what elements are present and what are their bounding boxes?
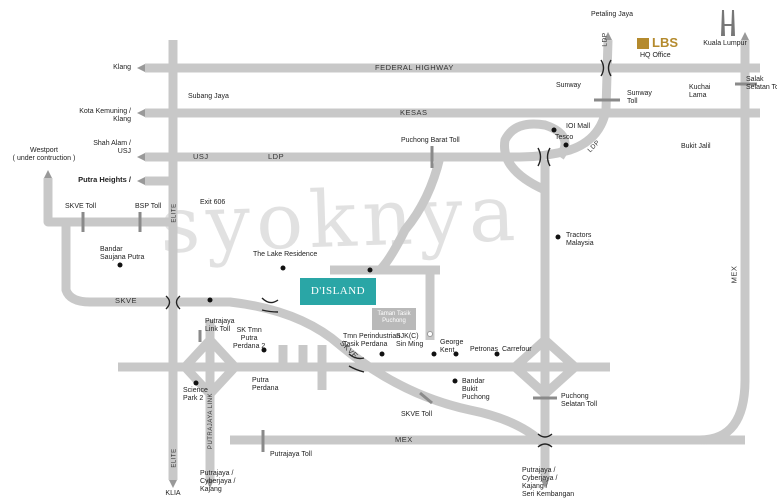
label-tmn-perindustrian: Tmn Perindustrian Tasik Perdana bbox=[343, 333, 401, 348]
label-shah-alam: Shah Alam / USJ bbox=[93, 140, 131, 155]
label-klang: Klang bbox=[113, 64, 131, 71]
arrow-up-icon bbox=[604, 32, 612, 40]
road-label-ldp: LDP bbox=[268, 152, 285, 161]
location-dot-icon bbox=[427, 331, 433, 337]
label-science-park: Science Park 2 bbox=[183, 387, 208, 402]
arrow-left-icon bbox=[137, 64, 145, 72]
crossing-mex bbox=[537, 433, 553, 448]
label-bsp-toll: BSP Toll bbox=[135, 203, 162, 210]
label-putrajaya-cyberjaya: Putrajaya / Cyberjaya / Kajang bbox=[200, 470, 236, 493]
twin-tower-icon bbox=[721, 10, 735, 36]
road-label-mex-v: MEX bbox=[729, 265, 739, 284]
label-putra-heights: Putra Heights / bbox=[78, 175, 131, 184]
label-kuala-lumpur: Kuala Lumpur bbox=[703, 40, 747, 47]
label-bandar-saujana: Bandar Saujana Putra bbox=[100, 246, 145, 261]
skve-toll2-marker bbox=[419, 391, 433, 405]
road-label-federal: FEDERAL HIGHWAY bbox=[375, 63, 454, 72]
mex-east-road bbox=[699, 40, 750, 445]
project-highlight-box[interactable]: D'ISLAND bbox=[300, 278, 376, 305]
arrow-down-icon bbox=[206, 480, 214, 488]
crossing-ldp bbox=[537, 147, 551, 167]
brand-name: LBS bbox=[652, 35, 678, 50]
label-skve-toll-2: SKVE Toll bbox=[401, 411, 432, 418]
label-klia: KLIA bbox=[165, 490, 181, 497]
skve-west-road bbox=[43, 178, 173, 227]
label-subang-jaya: Subang Jaya bbox=[188, 93, 229, 100]
crossing-skve-2 bbox=[261, 297, 279, 313]
label-sjkc: SJK(C) Sin Ming bbox=[396, 333, 424, 348]
location-dot-icon bbox=[551, 127, 557, 133]
road-label-putrajaya-link: PUTRAJAYA LINK bbox=[208, 392, 215, 450]
label-westport: Westport ( under contruction ) bbox=[12, 147, 76, 162]
watermark-text: syoknya bbox=[158, 168, 523, 272]
skve-road bbox=[61, 224, 549, 449]
location-dot-icon bbox=[453, 351, 459, 357]
arrow-left-icon bbox=[137, 153, 145, 161]
road-label-kesas: KESAS bbox=[400, 108, 428, 117]
label-salak-selatan-toll: Salak Selatan Toll bbox=[746, 76, 777, 91]
label-bandar-bukit-puchong: Bandar Bukit Puchong bbox=[462, 378, 490, 401]
label-sunway-toll: Sunway Toll bbox=[627, 90, 652, 105]
arrow-down-icon bbox=[541, 480, 549, 488]
label-kota-kemuning: Kota Kemuning / Klang bbox=[79, 108, 131, 123]
arrow-up-icon bbox=[44, 170, 52, 178]
location-dot-icon bbox=[117, 262, 123, 268]
location-dot-icon bbox=[431, 351, 437, 357]
label-exit606: Exit 606 bbox=[200, 199, 226, 206]
label-putrajaya-link-toll: Putrajaya Link Toll bbox=[205, 318, 235, 333]
location-dot-icon bbox=[379, 351, 385, 357]
crossing-federal bbox=[600, 59, 612, 77]
label-bukit-jalil: Bukit Jalil bbox=[681, 143, 711, 150]
ldp-curve-road bbox=[519, 39, 613, 162]
label-puchong-barat-toll: Puchong Barat Toll bbox=[401, 137, 460, 144]
location-dot-icon bbox=[452, 378, 458, 384]
interchange-diamond bbox=[510, 335, 580, 399]
brand-sub: HQ Office bbox=[640, 52, 671, 59]
label-tractors: Tractors Malaysia bbox=[566, 232, 594, 247]
label-kuchai-lama: Kuchai Lama bbox=[689, 84, 711, 99]
label-skve-toll: SKVE Toll bbox=[65, 203, 96, 210]
label-ioi-mall: IOI Mall bbox=[566, 123, 591, 130]
label-tesco: Tesco bbox=[555, 134, 574, 141]
road-label-elite-2: ELITE bbox=[171, 448, 178, 468]
location-dot-icon bbox=[280, 265, 286, 271]
label-george-kent: George Kent bbox=[440, 339, 464, 354]
location-dot-icon bbox=[494, 351, 500, 357]
arrow-down-icon bbox=[169, 480, 177, 488]
crossing-skve-elite bbox=[165, 295, 181, 310]
lbs-logo-icon bbox=[637, 38, 649, 49]
road-label-usj: USJ bbox=[193, 152, 209, 161]
interchange-diamond-west bbox=[180, 335, 240, 399]
label-putra-perdana: Putra Perdana bbox=[252, 377, 279, 392]
taman-tasik-puchong-box: Taman Tasik Puchong bbox=[372, 308, 416, 330]
label-petronas: Petronas bbox=[470, 346, 499, 353]
location-dot-icon bbox=[193, 380, 199, 386]
road-label-mex: MEX bbox=[395, 435, 413, 444]
arrow-up-icon bbox=[741, 32, 749, 40]
arrow-left-icon bbox=[137, 109, 145, 117]
location-dot-icon bbox=[563, 142, 569, 148]
ldp-loop-road bbox=[500, 119, 570, 195]
arrow-left-icon bbox=[137, 177, 145, 185]
road-label-skve: SKVE bbox=[115, 296, 138, 305]
road-label-ldp-v: LDP bbox=[601, 32, 609, 47]
location-dot-icon bbox=[261, 347, 267, 353]
ldp-diagonal-road bbox=[376, 155, 445, 274]
label-sk-tmn: SK Tmn Putra Perdana 2 bbox=[233, 327, 266, 350]
location-dot-icon bbox=[207, 297, 213, 303]
label-carrefour: Carrefour bbox=[502, 346, 532, 353]
label-sunway: Sunway bbox=[556, 82, 581, 89]
crossing-skve-3 bbox=[348, 353, 365, 373]
label-putrajaya-toll: Putrajaya Toll bbox=[270, 451, 312, 458]
label-puchong-selatan-toll: Puchong Selatan Toll bbox=[561, 393, 598, 408]
label-petaling-jaya: Petaling Jaya bbox=[590, 11, 634, 18]
label-lake-residence: The Lake Residence bbox=[253, 251, 318, 258]
label-putrajaya-seri-kembangan: Putrajaya / Cyberjaya / Kajang / Seri Ke… bbox=[522, 467, 575, 498]
road-label-elite: ELITE bbox=[171, 203, 178, 223]
location-dot-icon bbox=[367, 267, 373, 273]
location-dot-icon bbox=[555, 234, 561, 240]
